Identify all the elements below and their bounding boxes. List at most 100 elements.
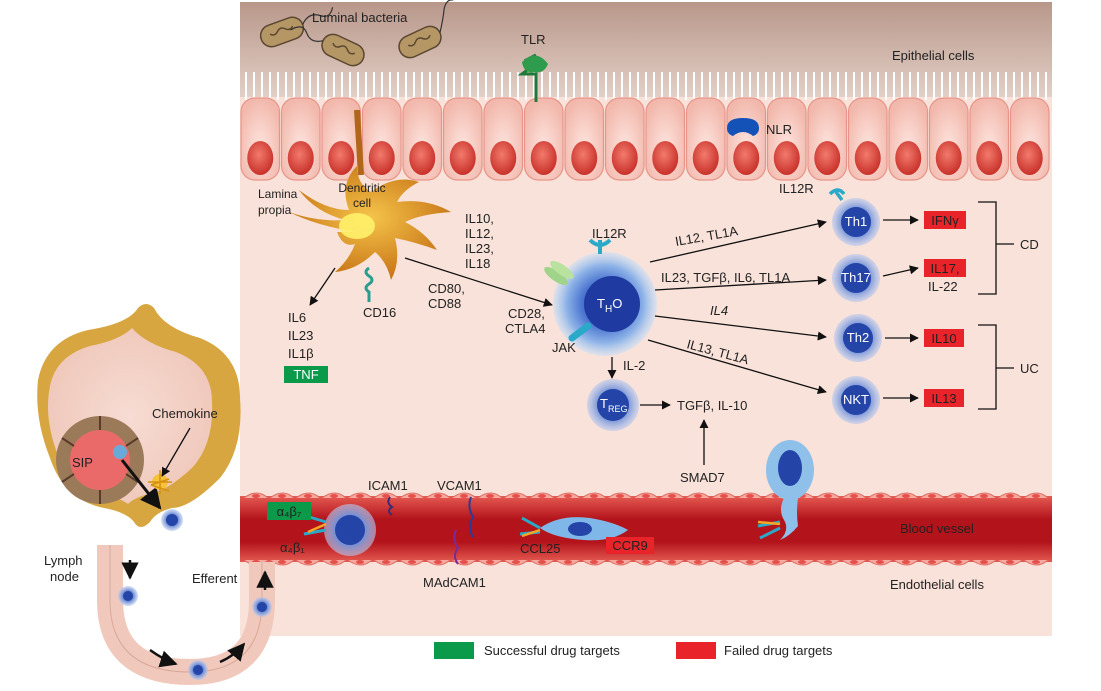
ccr9-label: CCR9 <box>612 538 647 553</box>
th2-cell-icon <box>834 314 882 362</box>
il18-label: IL18 <box>465 256 490 271</box>
il12r-tho-label: IL12R <box>592 226 627 241</box>
dendritic-cell-icon <box>289 109 451 280</box>
nkt-cell-icon <box>832 376 880 424</box>
tho-label: THO <box>597 296 622 315</box>
il10-target-badge <box>924 329 964 347</box>
endothelial-nucleus <box>252 494 260 498</box>
tlr-label: TLR <box>521 32 546 47</box>
tnf-label: TNF <box>293 367 318 382</box>
epithelial-cells-label: Epithelial cells <box>892 48 975 63</box>
endothelium-top <box>243 492 1049 499</box>
endothelial-nucleus <box>512 494 520 498</box>
extravasating-cell-icon <box>757 440 814 540</box>
endothelial-nucleus <box>746 560 754 564</box>
il13-target-label: IL13 <box>931 391 956 406</box>
arrow-dc-to-il6 <box>309 267 336 306</box>
epithelial-cell <box>402 97 443 181</box>
tgfb-il10-label: TGFβ, IL-10 <box>677 398 747 413</box>
ifng-label: IFNγ <box>931 213 959 228</box>
th1-cell-icon <box>828 188 880 246</box>
endothelial-nucleus <box>980 494 988 498</box>
icam1-label: ICAM1 <box>368 478 408 493</box>
th17-label: Th17 <box>841 270 871 285</box>
th1-label: Th1 <box>845 214 867 229</box>
endothelial-nucleus <box>616 494 624 498</box>
arrow-tho-to-th17 <box>654 275 827 291</box>
arrow-dc-to-tho <box>404 257 553 307</box>
uc-bracket <box>978 324 997 410</box>
endothelial-nucleus <box>694 494 702 498</box>
il12-label: IL12, <box>465 226 494 241</box>
ccr9-cell-icon <box>519 516 628 541</box>
chemokine-label: Chemokine <box>152 406 218 421</box>
il17-target-badge <box>924 259 966 277</box>
icam1-icon <box>387 496 394 516</box>
epithelial-cell <box>564 97 605 181</box>
epithelial-layer <box>240 97 1050 181</box>
endothelial-nucleus <box>486 494 494 498</box>
epithelial-cell <box>361 97 402 181</box>
endothelial-nucleus <box>850 560 858 564</box>
endothelial-nucleus <box>590 560 598 564</box>
endothelial-nucleus <box>980 560 988 564</box>
endothelial-nucleus <box>928 560 936 564</box>
il13-target-badge <box>924 389 964 407</box>
epithelial-cell <box>523 97 564 181</box>
endothelial-nucleus <box>382 494 390 498</box>
treg-cell-icon <box>587 379 639 431</box>
endothelial-nucleus <box>460 560 468 564</box>
dendritic-label-1: Dendritic <box>338 181 385 195</box>
lymph-label-2: node <box>50 569 79 584</box>
endothelial-nucleus <box>538 560 546 564</box>
endothelial-nucleus <box>876 494 884 498</box>
endothelial-nucleus <box>616 560 624 564</box>
epithelial-cell <box>604 97 645 181</box>
endothelial-nucleus <box>408 560 416 564</box>
endothelial-nucleus <box>902 494 910 498</box>
endothelial-nucleus <box>746 494 754 498</box>
endothelial-nucleus <box>1032 560 1040 564</box>
endothelial-nucleus <box>304 494 312 498</box>
endothelial-nucleus <box>954 494 962 498</box>
epithelial-cell <box>1009 97 1050 181</box>
endothelial-nucleus <box>408 494 416 498</box>
endothelial-nucleus <box>382 560 390 564</box>
endothelial-nucleus <box>642 494 650 498</box>
endothelial-nucleus <box>278 560 286 564</box>
epithelial-cell <box>280 97 321 181</box>
endothelial-nucleus <box>278 494 286 498</box>
epithelial-cell <box>483 97 524 181</box>
endothelial-nucleus <box>356 494 364 498</box>
uc-label: UC <box>1020 361 1039 376</box>
endothelial-nucleus <box>798 560 806 564</box>
epithelial-cell <box>766 97 807 181</box>
epithelial-cell <box>807 97 848 181</box>
smad7-label: SMAD7 <box>680 470 725 485</box>
il10-target-label: IL10 <box>931 331 956 346</box>
lymph-exit-cell-icon <box>161 509 183 531</box>
epithelial-cell <box>888 97 929 181</box>
il23-label: IL23, <box>465 241 494 256</box>
endothelial-nucleus <box>720 494 728 498</box>
arrow-sip-egress <box>120 459 162 510</box>
th17-cell-icon <box>832 254 880 302</box>
endothelial-nucleus <box>772 560 780 564</box>
nlr-icon <box>727 118 759 136</box>
endothelial-nucleus <box>876 560 884 564</box>
legend-failed-swatch <box>676 642 716 659</box>
endothelial-nucleus <box>824 560 832 564</box>
chemokine-icon <box>148 470 172 494</box>
endothelial-nucleus <box>538 494 546 498</box>
il10-label: IL10, <box>465 211 494 226</box>
efferent-cells <box>118 586 272 680</box>
epithelial-cell <box>442 97 483 181</box>
arrow-efferent-bottom-right <box>219 642 246 664</box>
epithelial-cell <box>645 97 686 181</box>
endothelial-nucleus <box>694 560 702 564</box>
endothelial-nucleus <box>824 494 832 498</box>
epithelial-cell <box>240 97 281 181</box>
il17-label: IL17, <box>931 261 960 276</box>
